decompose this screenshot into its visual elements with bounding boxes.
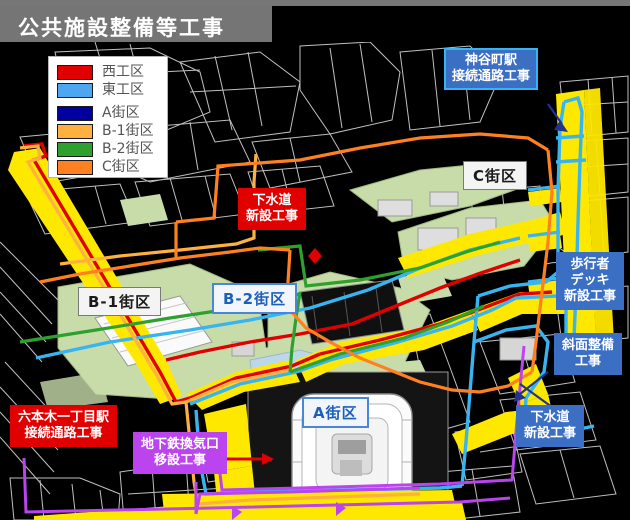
page-title: 公共施設整備等工事 <box>18 16 225 40</box>
callout-line-1: 下水道 <box>252 193 292 208</box>
district-label-b1: B-1街区 <box>78 287 162 316</box>
legend-item-5: C街区 <box>57 158 167 176</box>
legend-label: C街区 <box>102 159 140 175</box>
legend-item-0: 西工区 <box>57 63 167 81</box>
legend-label: 西工区 <box>102 64 144 80</box>
callout-kamiyacho: 神谷町駅 接続通路工事 <box>444 48 539 90</box>
callout-line-2: デッキ <box>570 273 610 288</box>
callout-line-1: 六本木一丁目駅 <box>18 410 110 425</box>
callout-sewer-north: 下水道 新設工事 <box>238 188 307 230</box>
district-label-a: A街区 <box>302 397 369 428</box>
legend-item-3: B-1街区 <box>57 122 167 140</box>
callout-line-1: 地下鉄換気口 <box>141 437 220 452</box>
callout-line-1: 神谷町駅 <box>465 53 518 68</box>
legend-label: B-1街区 <box>102 123 154 139</box>
marker-c <box>308 248 322 264</box>
legend-swatch <box>57 105 93 121</box>
callout-pedestrian-deck: 歩行者 デッキ 新設工事 <box>556 252 625 310</box>
legend-swatch <box>57 82 93 98</box>
red-pointer <box>224 453 274 465</box>
callout-line-2: 接続通路工事 <box>24 426 103 441</box>
callout-line-2: 移設工事 <box>154 453 207 468</box>
legend-swatch <box>57 64 93 80</box>
title-bar: 公共施設整備等工事 <box>0 6 272 42</box>
legend-label: B-2街区 <box>102 141 154 157</box>
legend-item-1: 東工区 <box>57 81 167 99</box>
legend: 西工区 東工区 A街区 B-1街区 B-2街区 C街区 <box>48 56 168 178</box>
top-strip <box>0 0 630 6</box>
legend-swatch <box>57 159 93 175</box>
route-c <box>39 132 554 394</box>
callout-line-2: 新設工事 <box>246 209 299 224</box>
legend-item-4: B-2街区 <box>57 140 167 158</box>
callout-line-3: 新設工事 <box>564 289 617 304</box>
legend-label: 東工区 <box>102 82 144 98</box>
legend-swatch <box>57 123 93 139</box>
district-label-c: C街区 <box>463 161 528 190</box>
callout-roppongi: 六本木一丁目駅 接続通路工事 <box>10 405 118 447</box>
callout-sewer-east: 下水道 新設工事 <box>516 405 585 447</box>
vent-arrows <box>232 502 346 520</box>
legend-label: A街区 <box>102 105 140 121</box>
legend-swatch <box>57 141 93 157</box>
callout-subway-vent: 地下鉄換気口 移設工事 <box>133 432 228 474</box>
callout-line-2: 新設工事 <box>524 426 577 441</box>
callout-line-2: 工事 <box>575 354 602 369</box>
legend-item-2: A街区 <box>57 104 167 122</box>
callout-line-2: 接続通路工事 <box>452 69 531 84</box>
callout-slope: 斜面整備 工事 <box>554 333 623 375</box>
district-label-b2: B-2街区 <box>212 283 298 314</box>
callout-line-1: 歩行者 <box>570 257 610 272</box>
callout-line-1: 下水道 <box>530 410 570 425</box>
callout-line-1: 斜面整備 <box>562 338 615 353</box>
